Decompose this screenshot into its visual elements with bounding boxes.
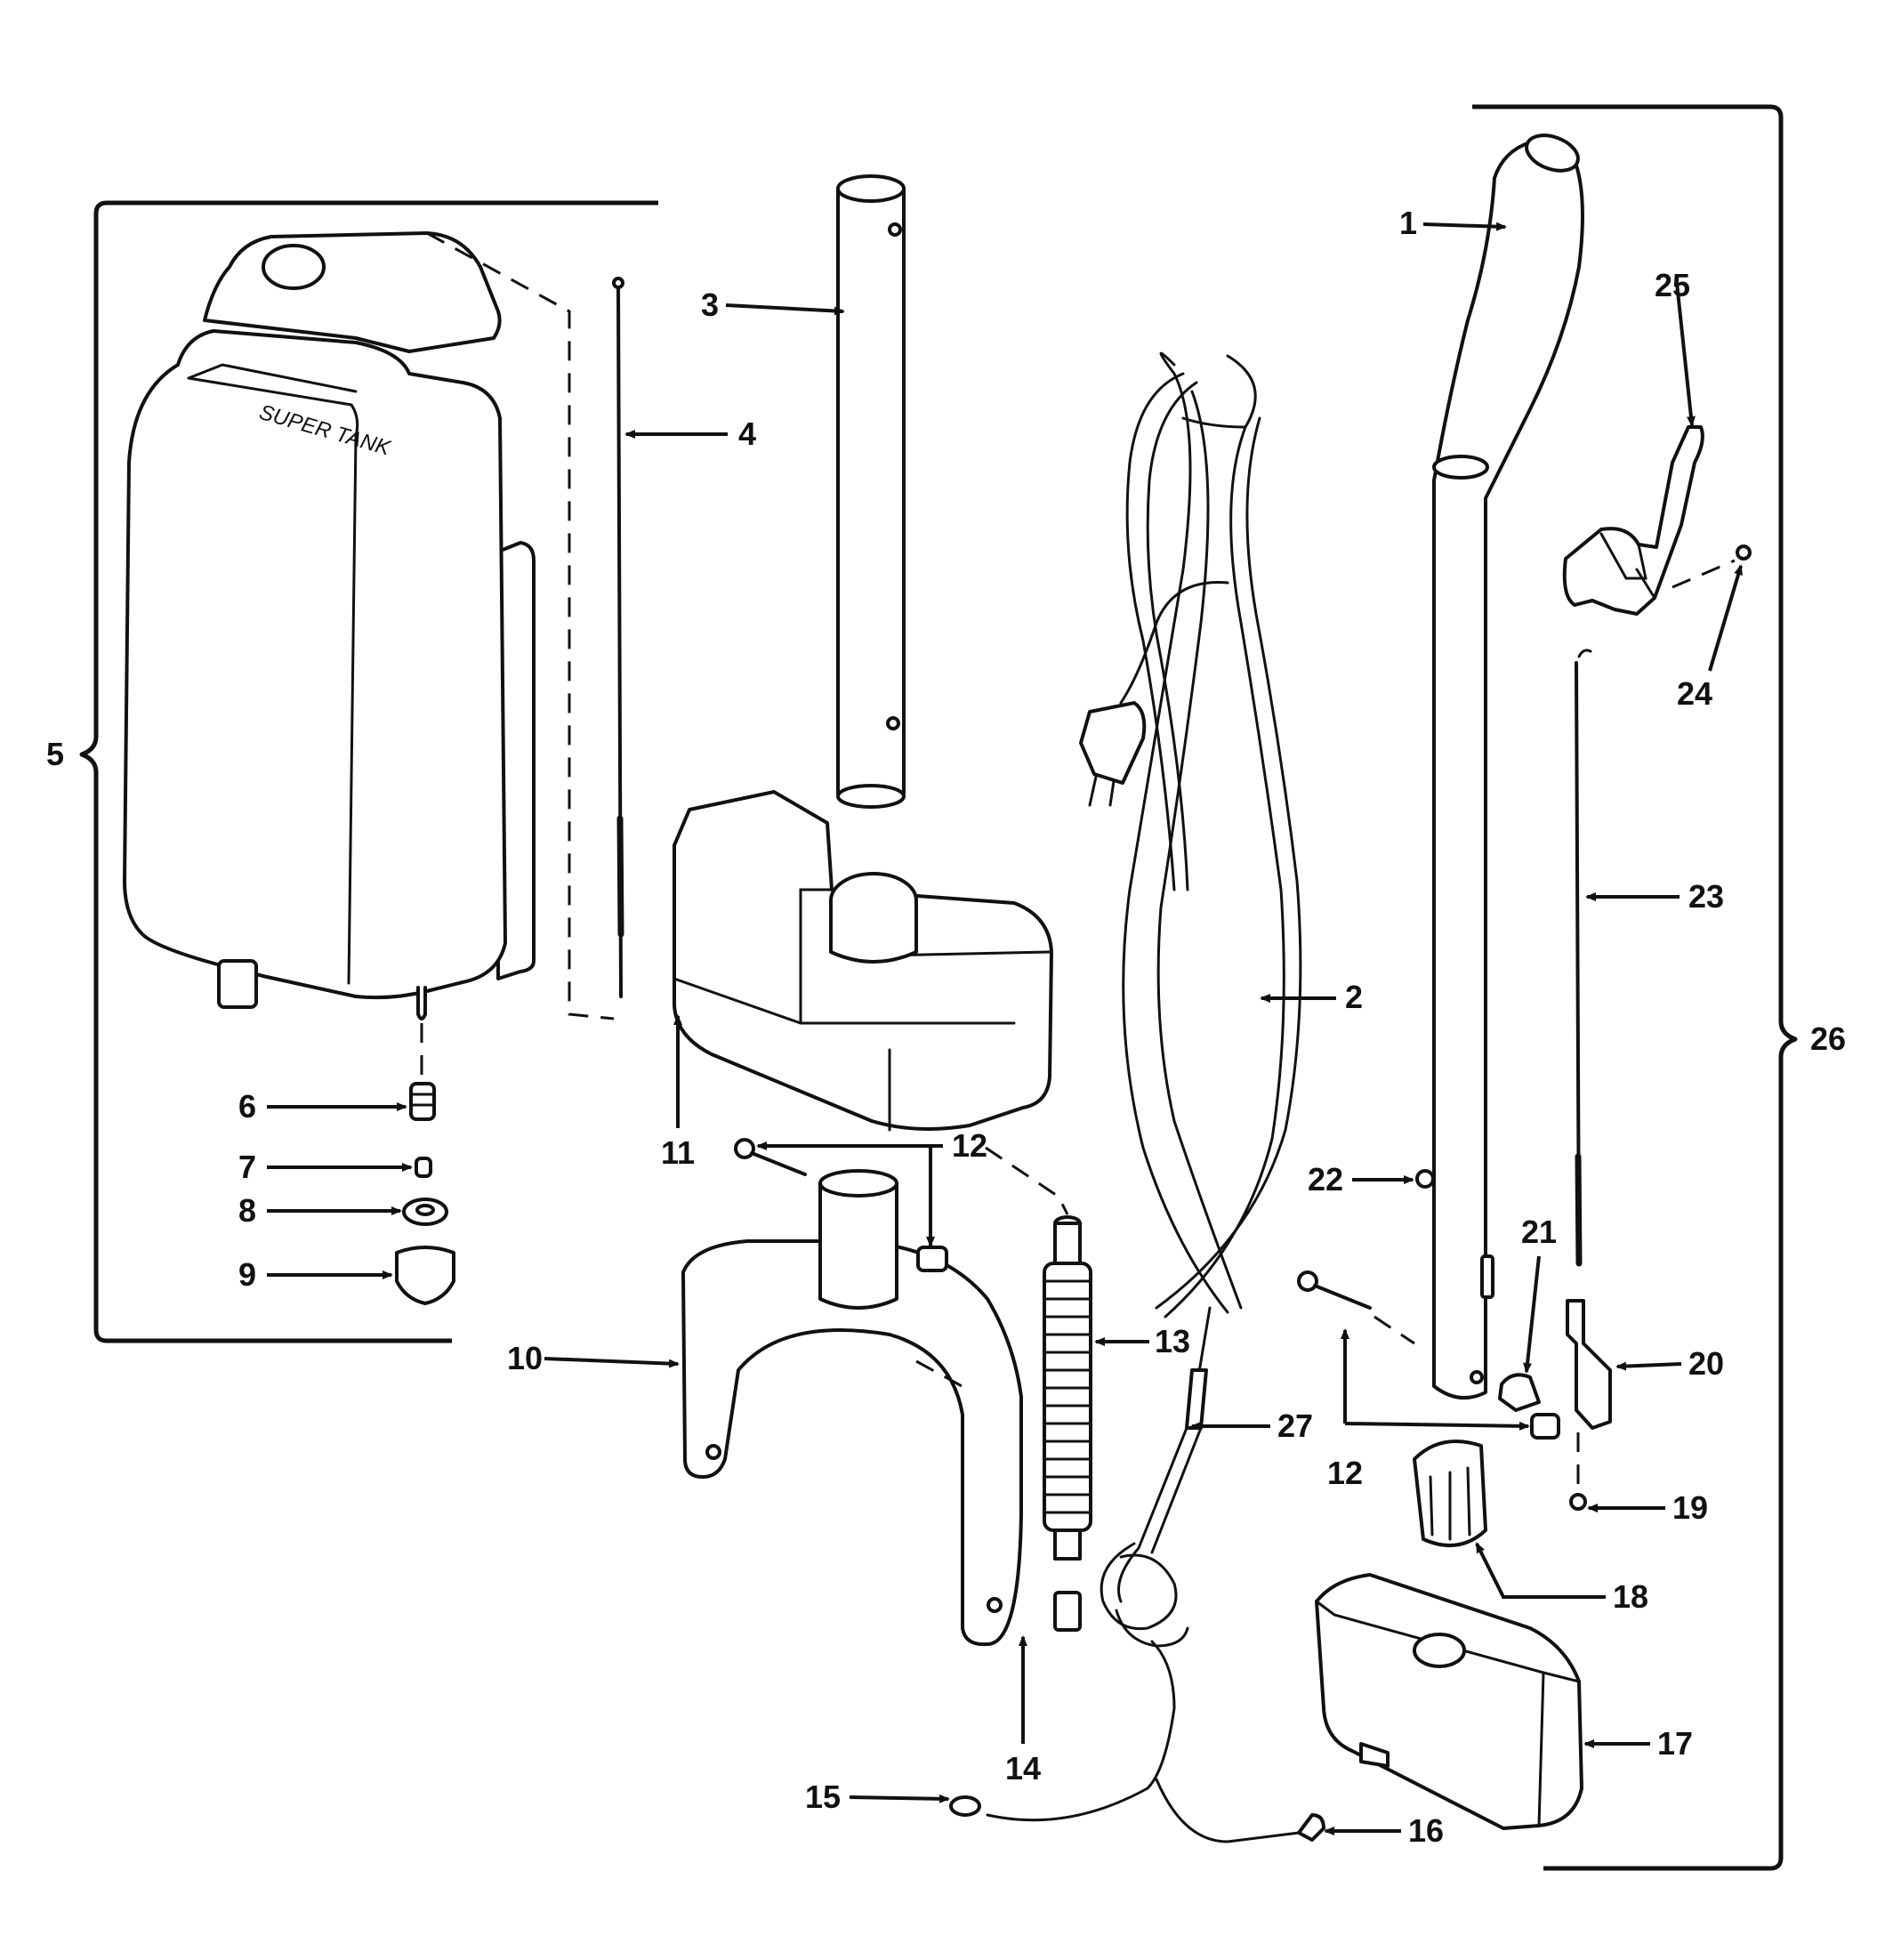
pedal-part-25	[1562, 425, 1704, 616]
callout-10: 10	[507, 1340, 543, 1376]
yoke-part-10	[681, 1169, 1023, 1647]
callout-9: 9	[238, 1256, 256, 1293]
callout-15: 15	[805, 1779, 841, 1815]
screw-12-guide	[985, 1146, 1069, 1215]
screw-part-12-lower	[1297, 1270, 1372, 1310]
tank-fill-opening	[262, 244, 326, 290]
rod-part-4	[612, 277, 624, 998]
tube-part-3	[836, 174, 906, 809]
leader-21	[1523, 1255, 1541, 1374]
callout-1: 1	[1399, 205, 1417, 241]
callout-14: 14	[1005, 1750, 1041, 1787]
callout-12-lower: 12	[1327, 1455, 1363, 1491]
terminal-part-16	[1297, 1813, 1325, 1842]
callout-19: 19	[1672, 1489, 1708, 1526]
knob-part-18	[1413, 1440, 1487, 1547]
housing-part-17	[1315, 1573, 1583, 1830]
rivet-part-22	[1415, 1169, 1435, 1189]
rod-top-knob	[612, 277, 624, 289]
callout-11: 11	[661, 1134, 695, 1171]
callout-13: 13	[1155, 1323, 1190, 1359]
tank-body	[123, 329, 507, 1000]
leader-3	[725, 303, 845, 316]
callout-16: 16	[1408, 1812, 1444, 1849]
tank-foot	[217, 959, 258, 1009]
pin-guide	[1373, 1315, 1415, 1345]
cap-part-9	[395, 1246, 455, 1305]
callout-17: 17	[1657, 1725, 1693, 1762]
screw-part-24	[1736, 544, 1752, 561]
callout-7: 7	[238, 1149, 256, 1185]
callout-25: 25	[1655, 267, 1690, 303]
bracket-part-20	[1566, 1299, 1612, 1430]
callout-26: 26	[1810, 1020, 1846, 1057]
handle-part-1	[1432, 133, 1584, 1400]
callout-22: 22	[1308, 1161, 1343, 1198]
cord-part-2	[986, 351, 1302, 1843]
tank-front-face	[187, 376, 359, 985]
callout-12-upper: 12	[952, 1127, 987, 1164]
callout-8: 8	[238, 1192, 256, 1229]
callout-21: 21	[1521, 1214, 1557, 1250]
clip-part-21	[1498, 1373, 1541, 1412]
bushing-part-14	[1053, 1591, 1082, 1632]
washer-part-19	[1569, 1493, 1587, 1511]
pin-part-7	[415, 1157, 432, 1178]
tank-outlet-pin	[416, 986, 427, 1020]
nut-part-12-lower	[1530, 1413, 1560, 1440]
tank-side-panel	[496, 541, 536, 980]
callout-20: 20	[1688, 1345, 1724, 1382]
tank-part: SUPER TANK	[123, 231, 536, 1020]
callout-27: 27	[1277, 1407, 1313, 1444]
leader-20	[1615, 1361, 1682, 1371]
callout-18: 18	[1613, 1578, 1648, 1615]
leader-15	[849, 1794, 950, 1803]
terminal-part-15	[949, 1795, 981, 1817]
nut-part-12-upper	[916, 1246, 948, 1272]
leader-1	[1422, 222, 1507, 231]
leader-24	[1708, 564, 1743, 672]
spring-part-13	[1043, 1215, 1092, 1561]
spring-part-6	[409, 1082, 436, 1121]
screw-part-12-upper	[734, 1138, 807, 1176]
tank-label-panel	[187, 363, 358, 393]
rod-part-23	[1575, 649, 1592, 1267]
cord-plug	[1079, 701, 1147, 785]
leader-10	[544, 1357, 680, 1368]
callout-5: 5	[46, 736, 64, 772]
leader-18	[1475, 1542, 1606, 1599]
screw-24-guide	[1672, 559, 1736, 589]
callout-4: 4	[738, 415, 756, 452]
callout-2: 2	[1345, 979, 1363, 1015]
group-bracket-26	[1472, 104, 1798, 1871]
callout-24: 24	[1677, 675, 1712, 712]
callout-6: 6	[238, 1088, 256, 1125]
leader-12-lower	[1344, 1421, 1530, 1431]
rod-thread	[616, 815, 624, 938]
group-bracket-5	[79, 200, 658, 1343]
leader-25	[1675, 282, 1696, 427]
tank-dash-guide	[426, 231, 615, 1020]
washer-part-8	[402, 1198, 448, 1226]
tray-part-11	[673, 790, 1053, 1132]
callout-23: 23	[1688, 878, 1724, 915]
callout-3: 3	[701, 286, 719, 323]
